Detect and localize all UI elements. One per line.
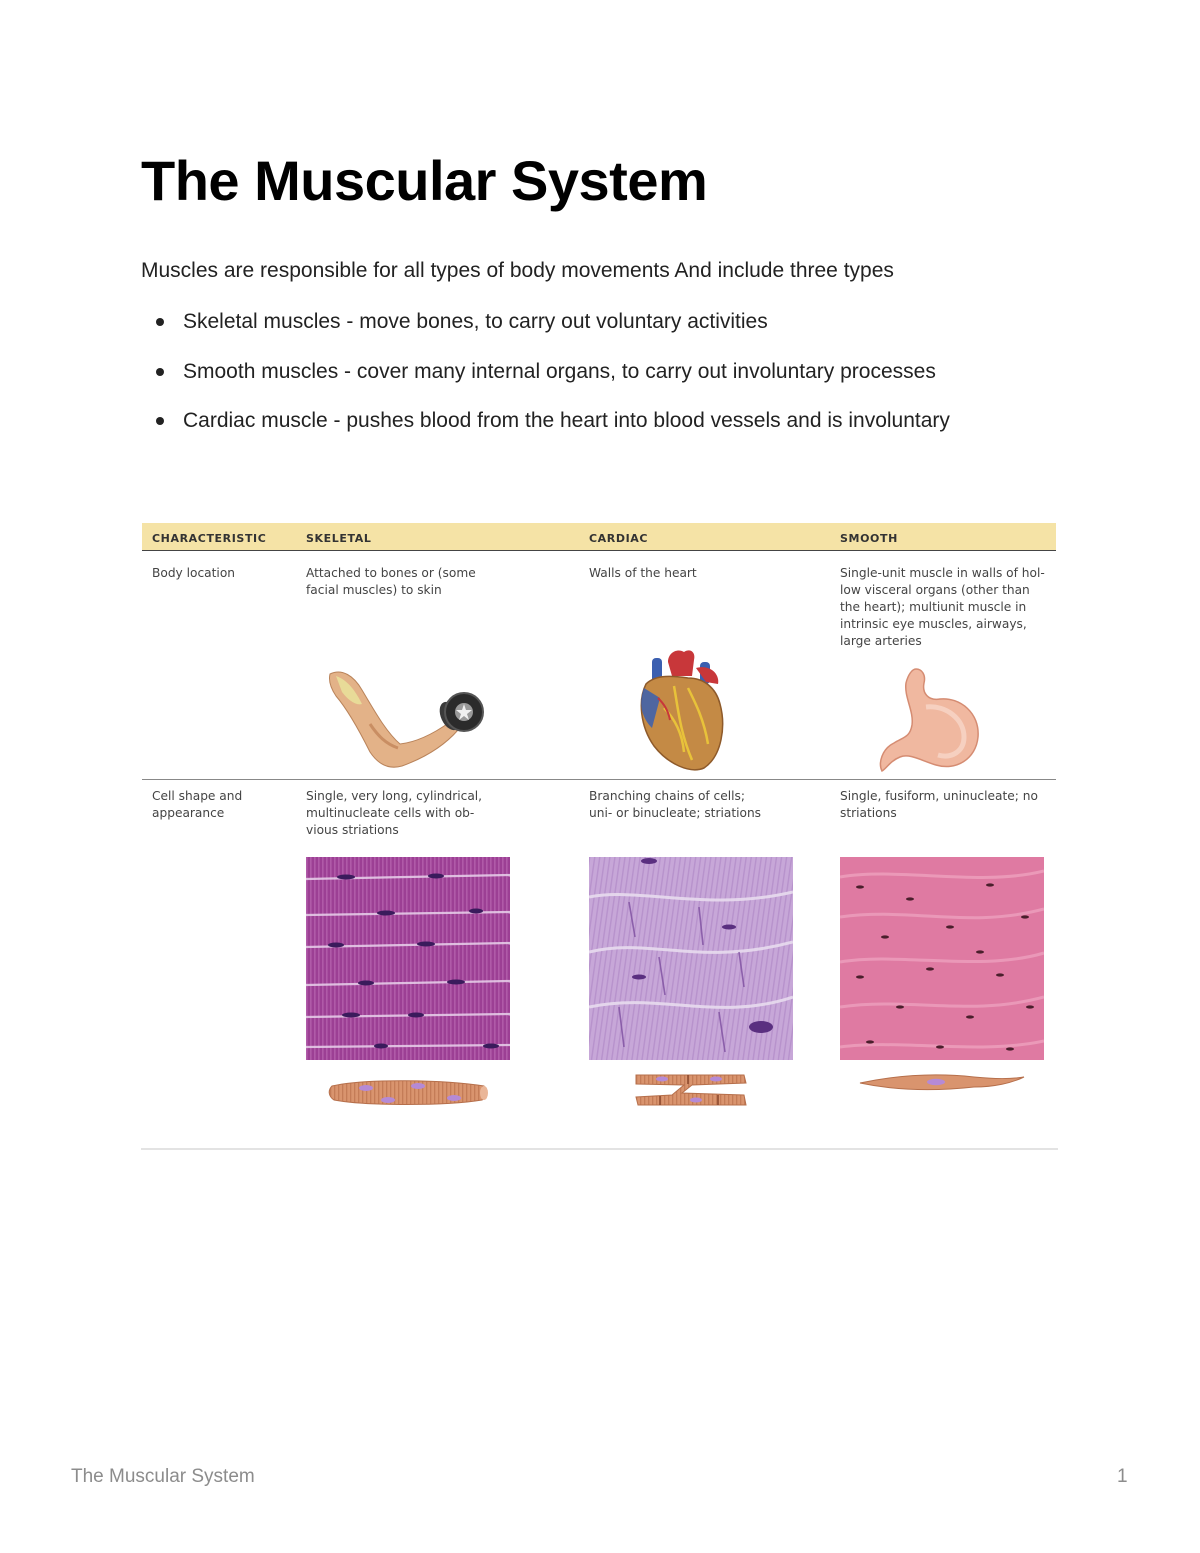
list-item: Skeletal muscles - move bones, to carry …	[141, 308, 1101, 358]
cell-line: low visceral organs (other than	[840, 583, 1030, 597]
skeletal-body-location: Attached to bones or (some facial muscle…	[306, 565, 566, 599]
cell-line: multinucleate cells with ob-	[306, 806, 475, 820]
intro-paragraph: Muscles are responsible for all types of…	[141, 259, 894, 282]
skeletal-fiber-illustration	[328, 1080, 488, 1105]
footer-title: The Muscular System	[71, 1466, 255, 1487]
cell-line: Single, very long, cylindrical,	[306, 789, 483, 803]
cardiac-fiber-illustration	[635, 1074, 747, 1106]
cell-line: Single-unit muscle in walls of hol-	[840, 566, 1045, 580]
cell-line: vious striations	[306, 823, 399, 837]
cardiac-cell-shape: Branching chains of cells; uni- or binuc…	[589, 788, 819, 822]
cell-line: facial muscles) to skin	[306, 583, 442, 597]
cell-line: Cell shape and	[152, 789, 243, 803]
stomach-illustration	[879, 668, 979, 773]
header-characteristic: CHARACTERISTIC	[152, 532, 267, 545]
cell-line: uni- or binucleate; striations	[589, 806, 762, 820]
cell-line: the heart); multiunit muscle in	[840, 600, 1027, 614]
table-header-row: CHARACTERISTIC SKELETAL CARDIAC SMOOTH	[142, 523, 1056, 551]
cell-line: striations	[840, 806, 897, 820]
arm-dumbbell-illustration	[329, 671, 484, 768]
cell-line: Single, fusiform, uninucleate; no	[840, 789, 1038, 803]
smooth-cell-shape: Single, fusiform, uninucleate; no striat…	[840, 788, 1055, 822]
cell-line: appearance	[152, 806, 225, 820]
cardiac-micrograph	[589, 857, 793, 1060]
row-label-cell-shape: Cell shape and appearance	[152, 788, 292, 822]
cell-line: Branching chains of cells;	[589, 789, 745, 803]
horizontal-divider	[141, 1148, 1058, 1150]
header-cardiac: CARDIAC	[589, 532, 649, 545]
smooth-body-location: Single-unit muscle in walls of hol- low …	[840, 565, 1055, 650]
header-smooth: SMOOTH	[840, 532, 898, 545]
cell-line: intrinsic eye muscles, airways,	[840, 617, 1027, 631]
header-skeletal: SKELETAL	[306, 532, 372, 545]
skeletal-micrograph	[306, 857, 510, 1060]
list-item: Cardiac muscle - pushes blood from the h…	[141, 407, 1101, 457]
cell-line: large arteries	[840, 634, 922, 648]
cell-line: Body location	[152, 566, 235, 580]
cell-line: Walls of the heart	[589, 566, 697, 580]
heart-illustration	[640, 650, 724, 771]
smooth-micrograph	[840, 857, 1044, 1060]
page-title: The Muscular System	[141, 149, 708, 212]
cell-line: Attached to bones or (some	[306, 566, 476, 580]
muscle-comparison-figure: CHARACTERISTIC SKELETAL CARDIAC SMOOTH B…	[142, 523, 1056, 1118]
cardiac-body-location: Walls of the heart	[589, 565, 819, 582]
skeletal-cell-shape: Single, very long, cylindrical, multinuc…	[306, 788, 566, 839]
list-item: Smooth muscles - cover many internal org…	[141, 358, 1101, 408]
muscle-types-list: Skeletal muscles - move bones, to carry …	[141, 308, 1101, 457]
row-divider	[142, 779, 1056, 780]
row-label-body-location: Body location	[152, 565, 292, 582]
page-number: 1	[1117, 1466, 1128, 1487]
smooth-fiber-illustration	[859, 1074, 1025, 1091]
